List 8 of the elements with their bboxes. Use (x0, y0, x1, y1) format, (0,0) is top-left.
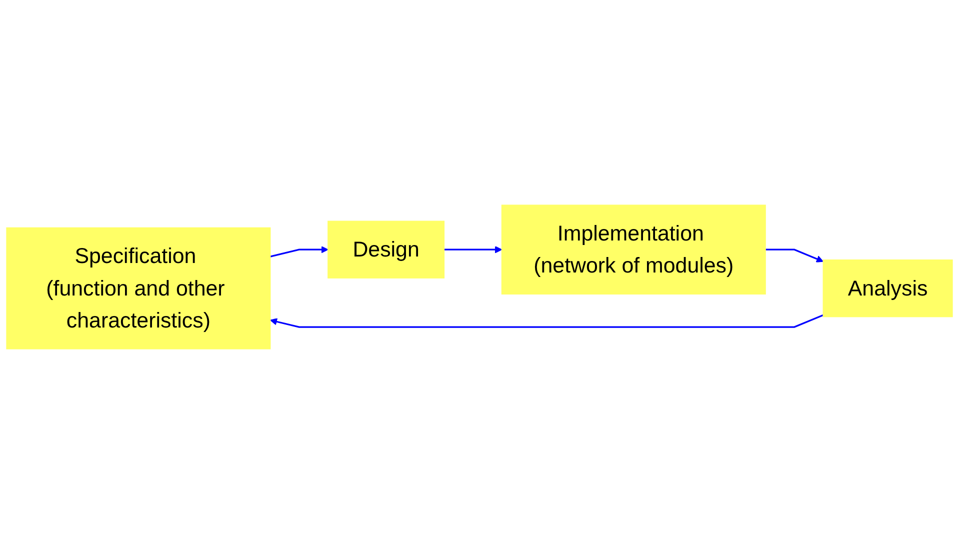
arrow (444, 246, 502, 254)
node-box: Specification (function and other characteristics) (6, 227, 271, 350)
node-box: Design (328, 220, 445, 278)
node-box: Analysis (822, 259, 953, 318)
arrow (270, 246, 328, 258)
arrow (270, 314, 824, 328)
node-box: Implementation (network of modules) (501, 204, 766, 295)
arrow (766, 248, 824, 262)
